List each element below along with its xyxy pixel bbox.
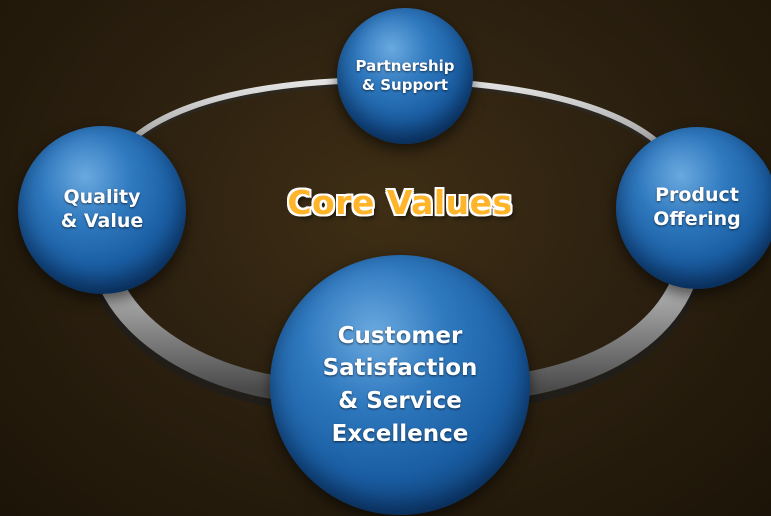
node-partnership-support: Partnership & Support	[337, 8, 473, 144]
node-customer-satisfaction: Customer Satisfaction & Service Excellen…	[270, 255, 530, 515]
node-quality-value-label: Quality & Value	[60, 186, 144, 232]
node-customer-satisfaction-label: Customer Satisfaction & Service Excellen…	[322, 322, 478, 447]
node-partnership-support-label: Partnership & Support	[355, 57, 455, 94]
node-quality-value: Quality & Value	[18, 126, 186, 294]
node-product-offering: Product Offering	[616, 127, 771, 289]
node-product-offering-label: Product Offering	[653, 184, 741, 230]
diagram-title: Core Values	[287, 183, 513, 222]
